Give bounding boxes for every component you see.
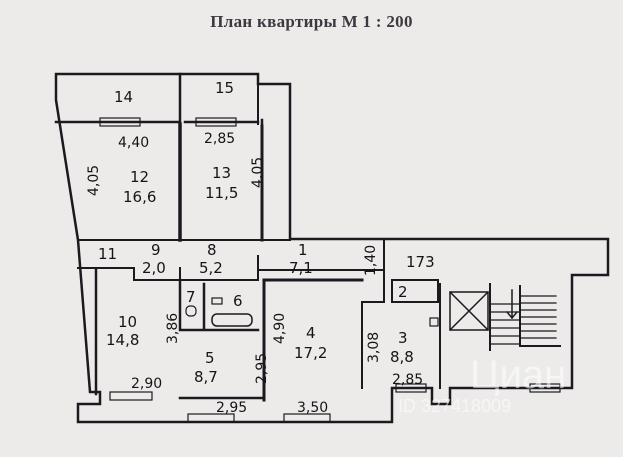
room-number-10: 10 [118, 313, 137, 331]
room-area-10: 14,8 [106, 331, 139, 349]
stair-arrow [505, 289, 519, 320]
room-number-5: 5 [205, 349, 215, 367]
room-area-12: 16,6 [123, 188, 156, 206]
corridor-wall [77, 255, 259, 291]
room-number-12: 12 [130, 168, 149, 186]
room-number-15: 15 [215, 79, 234, 97]
window [283, 413, 331, 423]
room-number-2: 2 [398, 283, 408, 301]
corridor-wall [262, 278, 364, 402]
dim-room12-depth: 4,05 [86, 165, 102, 196]
room-number-13: 13 [212, 164, 231, 182]
room-area-3: 8,8 [390, 348, 414, 366]
room-number-14: 14 [114, 88, 133, 106]
room-number-6: 6 [233, 292, 243, 310]
room-number-11: 11 [98, 245, 117, 263]
bathroom-wall [178, 278, 266, 400]
bathtub [211, 313, 253, 327]
room-number-9: 9 [151, 241, 161, 259]
room-number-3: 3 [398, 329, 408, 347]
window [109, 391, 153, 401]
room-number-1: 1 [298, 241, 308, 259]
room-number-7: 7 [186, 288, 196, 306]
room-area-1: 7,1 [289, 259, 313, 277]
room-area-9: 2,0 [142, 259, 166, 277]
corridor-wall [179, 269, 385, 281]
dim-room12-width: 4,40 [118, 135, 149, 151]
kitchen-fixture [429, 317, 439, 327]
dim-room5-width: 2,95 [216, 400, 247, 416]
room-area-5: 8,7 [194, 368, 218, 386]
dim-room13-width: 2,85 [204, 131, 235, 147]
dim-room4-depth: 4,90 [272, 313, 288, 344]
stair-wall [391, 279, 439, 303]
dim-room3-width: 2,85 [392, 372, 423, 388]
room-area-8: 5,2 [199, 259, 223, 277]
room-number-4: 4 [306, 324, 316, 342]
dim-room10-depth: 3,86 [165, 313, 181, 344]
dim-room5-depth: 2,95 [254, 353, 270, 384]
dim-room1-depth: 1,40 [363, 245, 379, 276]
window [529, 383, 561, 393]
window [395, 383, 427, 393]
window [187, 413, 235, 423]
balcony-wall [54, 72, 264, 128]
watermark-brand: Циан [470, 353, 566, 397]
sink [211, 297, 223, 305]
dim-room4-width: 3,50 [297, 400, 328, 416]
room-number-8: 8 [207, 241, 217, 259]
room-number-173: 173 [406, 253, 435, 271]
dim-room3-depth: 3,08 [366, 332, 382, 363]
plan-title: План квартиры М 1 : 200 [210, 12, 413, 31]
dim-room10-width: 2,90 [131, 376, 162, 392]
dim-room13-depth: 4,05 [250, 157, 266, 188]
stair-wall [439, 283, 561, 389]
stair-steps [489, 295, 557, 345]
watermark-id: ID 327418009 [398, 396, 511, 416]
window [99, 117, 141, 127]
room-area-13: 11,5 [205, 184, 238, 202]
toilet [185, 305, 197, 317]
window [195, 117, 237, 127]
room-area-4: 17,2 [294, 344, 327, 362]
stair-shaft [448, 290, 490, 332]
corridor-wall [361, 238, 385, 389]
